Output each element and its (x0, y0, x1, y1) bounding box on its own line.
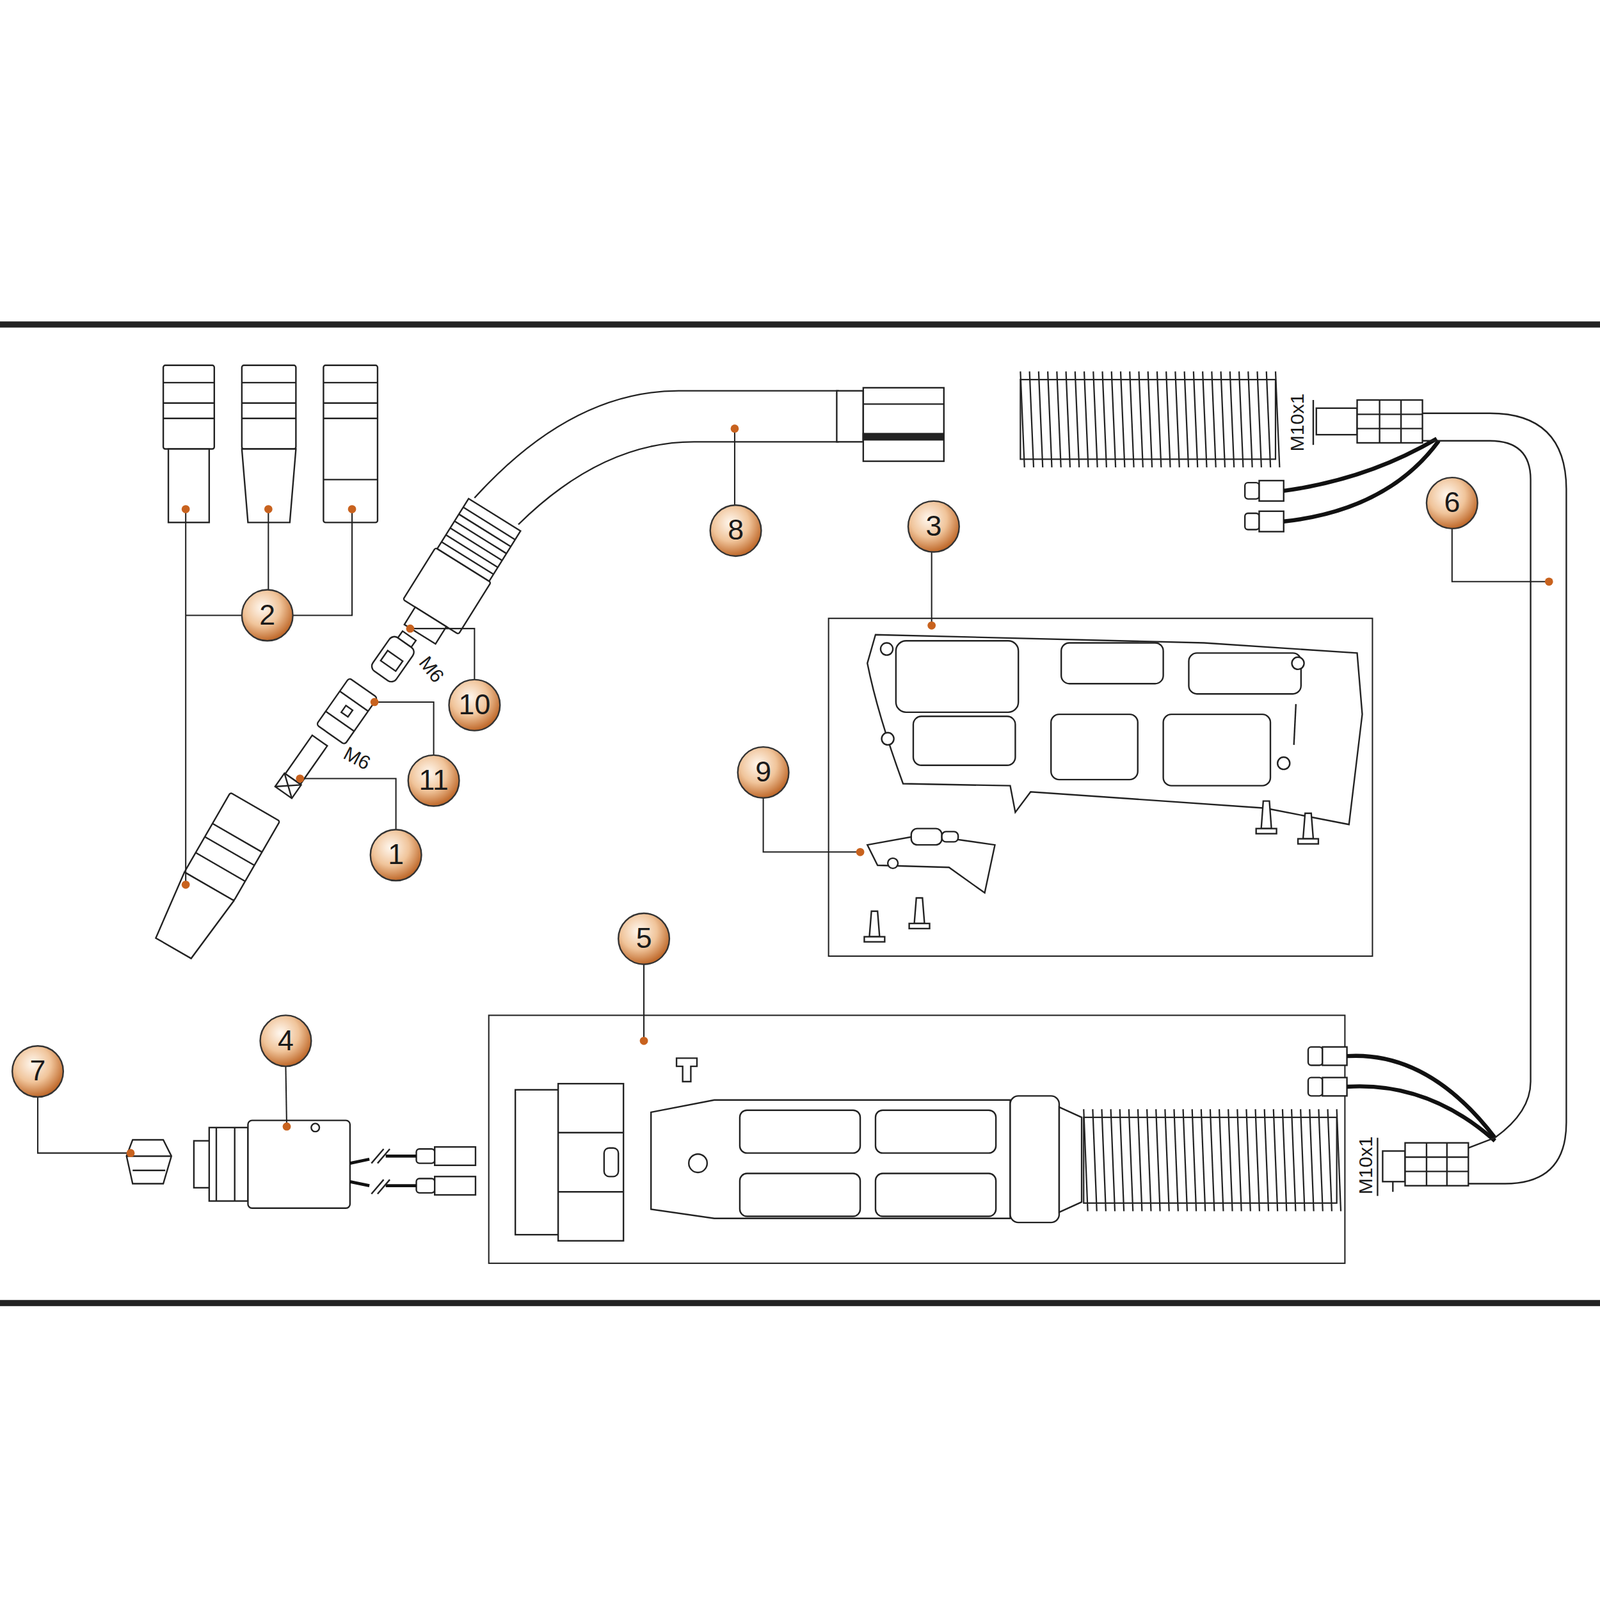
callout-circle (408, 755, 460, 807)
spring-coil (1066, 371, 1071, 468)
dimension-label: M6 (416, 652, 448, 687)
spring-coil (1101, 1109, 1106, 1211)
spring-coil (1155, 1109, 1160, 1211)
callout-number: 3 (925, 512, 942, 541)
spring-coil (1193, 371, 1198, 468)
dimension-label: M6 (340, 743, 374, 774)
spring-coil (1164, 1109, 1169, 1211)
spring-coil (1120, 1109, 1124, 1211)
spring-coil (1328, 1109, 1332, 1211)
spring-coil (1093, 371, 1097, 468)
spring-coil (1318, 1109, 1323, 1211)
callout-circle (260, 1015, 312, 1067)
spring-coil (1300, 1109, 1305, 1211)
spring-coil (1255, 1109, 1260, 1211)
spring-coil (1075, 371, 1080, 468)
callout-number: 8 (727, 516, 744, 546)
spring-coil (1183, 1109, 1188, 1211)
spring-coil (1282, 1109, 1287, 1211)
callout-number: 9 (755, 758, 772, 788)
spring-coil (1166, 371, 1170, 468)
spring-coil (1146, 1109, 1151, 1211)
callout-number: 5 (636, 924, 653, 954)
callout-number: 10 (458, 690, 491, 720)
callout-circle (710, 504, 762, 557)
spring-coil (1219, 1109, 1224, 1211)
spring-coil (1248, 371, 1252, 468)
spring-coil (1111, 1109, 1115, 1211)
callout-circle (908, 501, 960, 553)
spring-coil (1230, 371, 1234, 468)
spring-coil (1111, 371, 1116, 468)
spring-coil (1202, 371, 1207, 468)
callout-number: 11 (418, 766, 448, 795)
spring-coil (1137, 1109, 1142, 1211)
spring-coil (1221, 371, 1225, 468)
spring-coil (1128, 1109, 1133, 1211)
spring-coil (1056, 371, 1061, 468)
spring-coil (1237, 1109, 1241, 1211)
spring-coil (1291, 1109, 1296, 1211)
callout-circle (241, 590, 294, 642)
callout-number: 2 (259, 600, 276, 630)
spring-coil (1273, 1109, 1278, 1211)
spring-coil (1102, 371, 1107, 468)
spring-coil (1239, 371, 1243, 468)
spring-coil (1138, 371, 1143, 468)
spring-coil (1309, 1109, 1314, 1211)
spring-coil (1038, 371, 1043, 468)
spring-body (1020, 379, 1276, 459)
callout-circle (737, 746, 790, 799)
dimension-label: M10x1 (1287, 393, 1307, 452)
callout-number: 4 (277, 1026, 294, 1056)
dimension-label: M10x1 (1355, 1136, 1375, 1195)
spring-coil (1211, 371, 1216, 468)
spring-coil (1184, 371, 1189, 468)
spring-coil (1192, 1109, 1197, 1211)
spring-coil (1148, 371, 1152, 468)
spring-coil (1228, 1109, 1232, 1211)
callout-circle (1426, 477, 1478, 529)
spring-coil (1210, 1109, 1215, 1211)
spring-coil (1157, 371, 1161, 468)
callout-circle (618, 913, 670, 965)
callout-circle (12, 1045, 64, 1097)
spring-coil (1092, 1109, 1097, 1211)
spring-coil (1120, 371, 1125, 468)
spring-coil (1175, 371, 1179, 468)
spring-coil (1257, 371, 1262, 468)
spring-coil (1266, 371, 1271, 468)
spring-coil (1084, 371, 1088, 468)
spring-coil (1246, 1109, 1250, 1211)
spring-body (1083, 1117, 1337, 1204)
callout-circle (449, 679, 501, 731)
spring-coil (1264, 1109, 1269, 1211)
spring-coil (1173, 1109, 1178, 1211)
spring-coil (1029, 371, 1034, 468)
callout-number: 1 (387, 840, 404, 870)
spring-coil (1129, 371, 1134, 468)
callout-circle (370, 829, 422, 881)
callout-number: 7 (30, 1057, 47, 1087)
callout-number: 6 (1443, 488, 1460, 518)
spring-coil (1047, 371, 1052, 468)
spring-coil (1201, 1109, 1206, 1211)
